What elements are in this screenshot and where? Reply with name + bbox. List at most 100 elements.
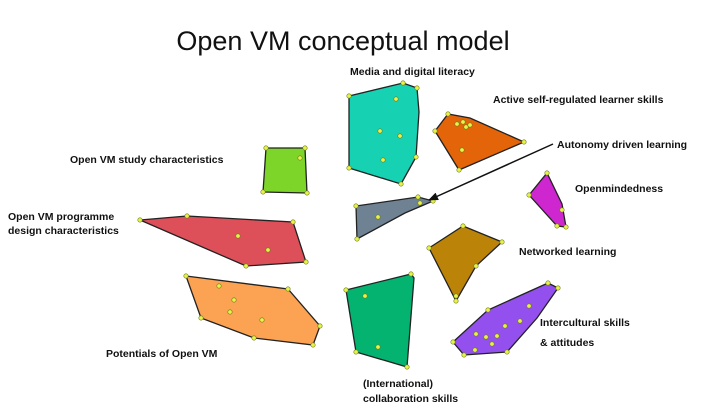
data-point [463, 124, 469, 130]
data-point [398, 181, 404, 187]
data-point [417, 200, 423, 206]
data-point [377, 128, 383, 134]
data-point [290, 219, 296, 225]
data-point [453, 293, 459, 299]
data-point [460, 119, 466, 125]
data-point [461, 352, 467, 358]
active-self-regulated-points [432, 111, 527, 173]
label-programme-design-line2: design characteristics [8, 225, 119, 237]
data-point [216, 283, 222, 289]
data-point [489, 341, 495, 347]
data-point [353, 349, 359, 355]
networked-learning-points [426, 223, 505, 304]
data-point [413, 154, 419, 160]
intercultural-points [450, 280, 561, 358]
data-point [137, 217, 143, 223]
data-point [453, 298, 459, 304]
data-point [544, 170, 550, 176]
cluster-collaboration [343, 271, 415, 370]
data-point [304, 190, 310, 196]
data-point [243, 263, 249, 269]
potentials-polygon [185, 275, 321, 346]
data-point [517, 318, 523, 324]
data-point [375, 214, 381, 220]
data-point [251, 335, 257, 341]
data-point [563, 224, 569, 230]
data-point [297, 155, 303, 161]
data-point [414, 85, 420, 91]
cluster-networked-learning [426, 223, 505, 304]
data-point [343, 287, 349, 293]
data-point [303, 259, 309, 265]
cluster-media-digital-literacy [346, 80, 420, 187]
data-point [526, 192, 532, 198]
cluster-potentials [183, 273, 323, 348]
data-point [263, 145, 269, 151]
cluster-openmindedness [526, 170, 569, 230]
data-point [415, 194, 421, 200]
potentials-points [183, 273, 323, 348]
data-point [499, 239, 505, 245]
data-point [227, 309, 233, 315]
data-point [393, 96, 399, 102]
data-point [504, 349, 510, 355]
data-point [400, 80, 406, 86]
data-point [459, 147, 465, 153]
openmindedness-polygon [528, 171, 567, 228]
data-point [559, 207, 565, 213]
data-point [260, 189, 266, 195]
data-point [183, 273, 189, 279]
cluster-open-vm-study [260, 145, 310, 196]
data-point [521, 139, 527, 145]
label-openmindedness: Openmindedness [575, 183, 663, 195]
autonomy-arrow [428, 143, 554, 201]
cluster-programme-design [137, 213, 309, 269]
data-point [184, 213, 190, 219]
data-point [432, 128, 438, 134]
data-point [397, 133, 403, 139]
data-point [231, 297, 237, 303]
data-point [473, 331, 479, 337]
data-point [353, 203, 359, 209]
open-vm-study-points [260, 145, 310, 196]
label-media-digital-literacy: Media and digital literacy [350, 66, 475, 78]
data-point [362, 293, 368, 299]
collaboration-points [343, 271, 414, 370]
data-point [554, 223, 560, 229]
networked-learning-polygon [428, 225, 504, 303]
data-point [473, 263, 479, 269]
data-point [502, 323, 508, 329]
data-point [426, 245, 432, 251]
data-point [467, 122, 473, 128]
media-digital-literacy-polygon [348, 82, 420, 185]
programme-design-points [137, 213, 309, 269]
data-point [494, 333, 500, 339]
data-point [545, 280, 551, 286]
label-open-vm-study: Open VM study characteristics [70, 154, 224, 166]
cluster-active-self-regulated [432, 111, 527, 173]
data-point [380, 157, 386, 163]
data-point [310, 342, 316, 348]
label-intercultural-line1: Intercultural skills [540, 317, 630, 329]
data-point [354, 236, 360, 242]
label-autonomy-driven: Autonomy driven learning [557, 139, 687, 151]
label-networked-learning: Networked learning [519, 246, 616, 258]
data-point [375, 344, 381, 350]
data-point [346, 93, 352, 99]
cluster-autonomy-driven [353, 194, 436, 242]
data-point [198, 315, 204, 321]
data-point [460, 223, 466, 229]
label-potentials: Potentials of Open VM [106, 348, 218, 360]
media-digital-literacy-points [346, 80, 420, 187]
page-title: Open VM conceptual model [176, 26, 509, 56]
data-point [450, 339, 456, 345]
label-intercultural-line2: & attitudes [540, 337, 594, 349]
openmindedness-points [526, 170, 569, 230]
data-point [408, 271, 414, 277]
label-collaboration-line1: (International) [363, 378, 433, 390]
data-point [317, 323, 323, 329]
data-point [454, 121, 460, 127]
data-point [456, 167, 462, 173]
data-point [265, 247, 271, 253]
